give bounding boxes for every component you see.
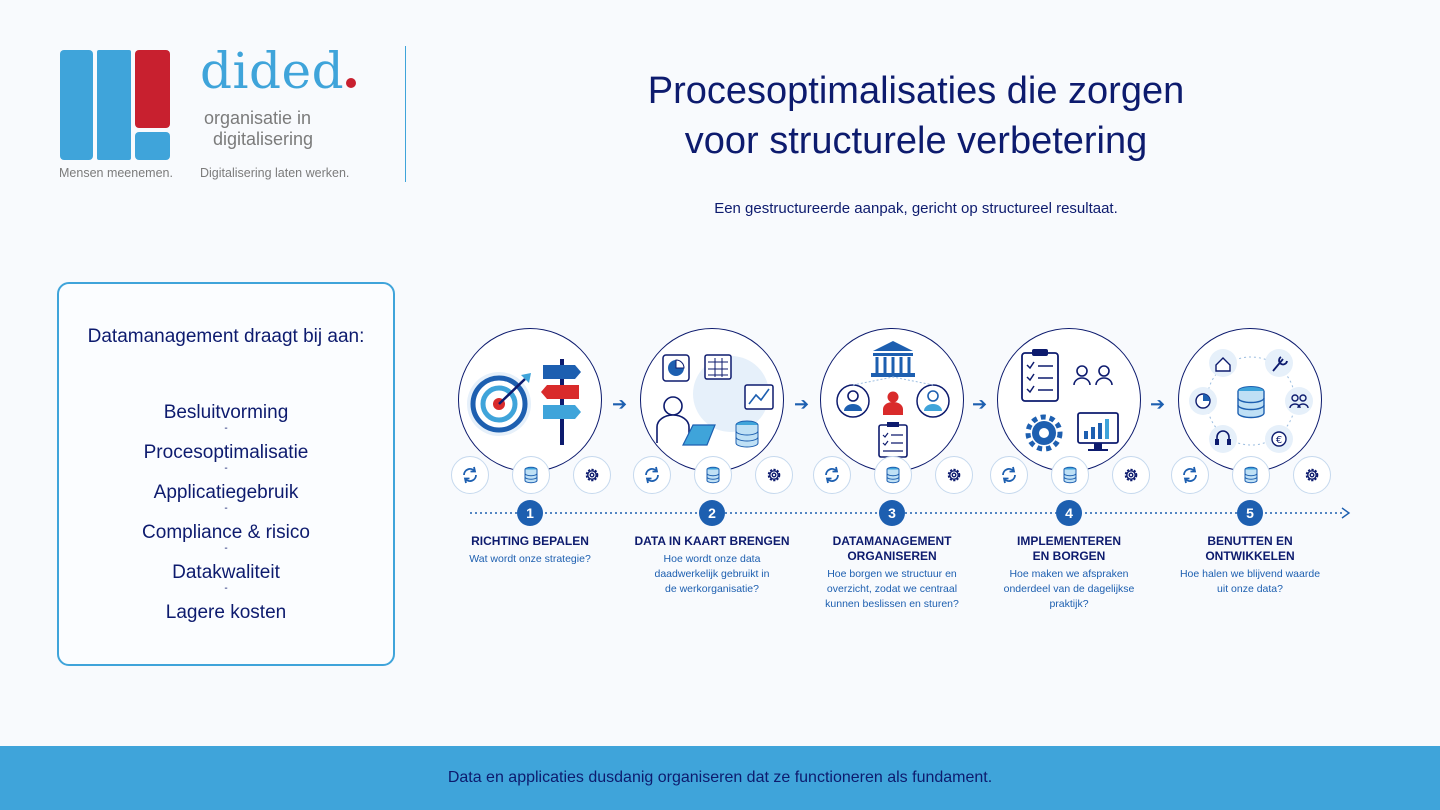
step-mini-icons — [990, 456, 1150, 494]
refresh-icon — [990, 456, 1028, 494]
refresh-icon — [813, 456, 851, 494]
gear-icon — [935, 456, 973, 494]
timeline-dotted-line — [470, 507, 1351, 519]
step-question: Wat wordt onze strategie? — [469, 553, 591, 565]
person-laptop-charts-icon — [640, 328, 784, 472]
step-mini-icons — [451, 456, 611, 494]
database-icon — [874, 456, 912, 494]
database-icon — [1051, 456, 1089, 494]
refresh-icon — [633, 456, 671, 494]
database-hub-icon: € — [1178, 328, 1322, 472]
database-icon — [1232, 456, 1270, 494]
svg-text:€: € — [1276, 435, 1282, 446]
step-title: RICHTING BEPALEN — [471, 534, 589, 548]
benefits-panel: Datamanagement draagt bij aan: Besluitvo… — [57, 282, 395, 666]
target-signpost-icon — [458, 328, 602, 472]
gear-icon — [755, 456, 793, 494]
benefit-separator: - — [224, 543, 228, 554]
benefit-separator: - — [224, 583, 228, 594]
arrow-right-icon: ➔ — [612, 394, 628, 414]
database-icon — [512, 456, 550, 494]
gear-icon — [573, 456, 611, 494]
step-number-badge: 4 — [1056, 500, 1082, 526]
benefits-list: Besluitvorming - Procesoptimalisatie - A… — [59, 402, 393, 624]
logo-tagline-left: Mensen meenemen. — [59, 166, 173, 180]
benefits-heading: Datamanagement draagt bij aan: — [87, 326, 365, 347]
page-title: Procesoptimalisaties die zorgen voor str… — [560, 66, 1272, 166]
arrow-right-icon: ➔ — [972, 394, 988, 414]
footer-banner: Data en applicaties dusdanig organiseren… — [0, 746, 1440, 810]
logo-tagline-right: Digitalisering laten werken. — [200, 166, 350, 180]
arrow-right-icon: ➔ — [794, 394, 810, 414]
refresh-icon — [451, 456, 489, 494]
step-number-badge: 3 — [879, 500, 905, 526]
benefit-item: Lagere kosten — [165, 602, 287, 623]
title-line-1: Procesoptimalisaties die zorgen — [647, 70, 1185, 112]
process-steps-diagram: 1 RICHTING BEPALEN Wat wordt onze strate… — [440, 320, 1360, 630]
benefit-item: Applicatiegebruik — [153, 482, 299, 503]
database-icon — [694, 456, 732, 494]
step-title: DATA IN KAART BRENGEN — [634, 534, 790, 548]
logo-subline-1: organisatie in — [204, 108, 312, 128]
step-1: 1 RICHTING BEPALEN Wat wordt onze strate… — [440, 320, 620, 630]
refresh-icon — [1171, 456, 1209, 494]
benefit-item: Procesoptimalisatie — [143, 442, 309, 463]
logo-red-dot — [346, 78, 357, 88]
logo-wordmark: dided — [200, 42, 357, 100]
gear-icon — [1293, 456, 1331, 494]
benefit-separator: - — [224, 503, 228, 514]
title-line-2: voor structurele verbetering — [684, 120, 1148, 162]
benefit-item: Besluitvorming — [163, 402, 289, 423]
benefit-separator: - — [224, 463, 228, 474]
step-mini-icons — [633, 456, 793, 494]
gear-icon — [1112, 456, 1150, 494]
arrow-right-icon: ➔ — [1150, 394, 1166, 414]
organisation-people-icon — [820, 328, 964, 472]
step-mini-icons — [813, 456, 973, 494]
dided-logo: dided organisatie in digitalisering Mens… — [58, 42, 368, 186]
step-number-badge: 5 — [1237, 500, 1263, 526]
benefit-item: Datakwaliteit — [172, 562, 280, 583]
benefit-item: Compliance & risico — [142, 522, 310, 543]
checklist-gear-dashboard-icon — [997, 328, 1141, 472]
step-2: 2 DATA IN KAART BRENGEN Hoe wordt onze d… — [622, 320, 802, 630]
header-divider — [405, 46, 406, 182]
step-number-badge: 1 — [517, 500, 543, 526]
benefit-separator: - — [224, 423, 228, 434]
page-subtitle: Een gestructureerde aanpak, gericht op s… — [714, 200, 1118, 217]
step-mini-icons — [1171, 456, 1331, 494]
logo-mark-icon — [60, 50, 170, 160]
step-number-badge: 2 — [699, 500, 725, 526]
logo-subline-2: digitalisering — [213, 129, 314, 149]
